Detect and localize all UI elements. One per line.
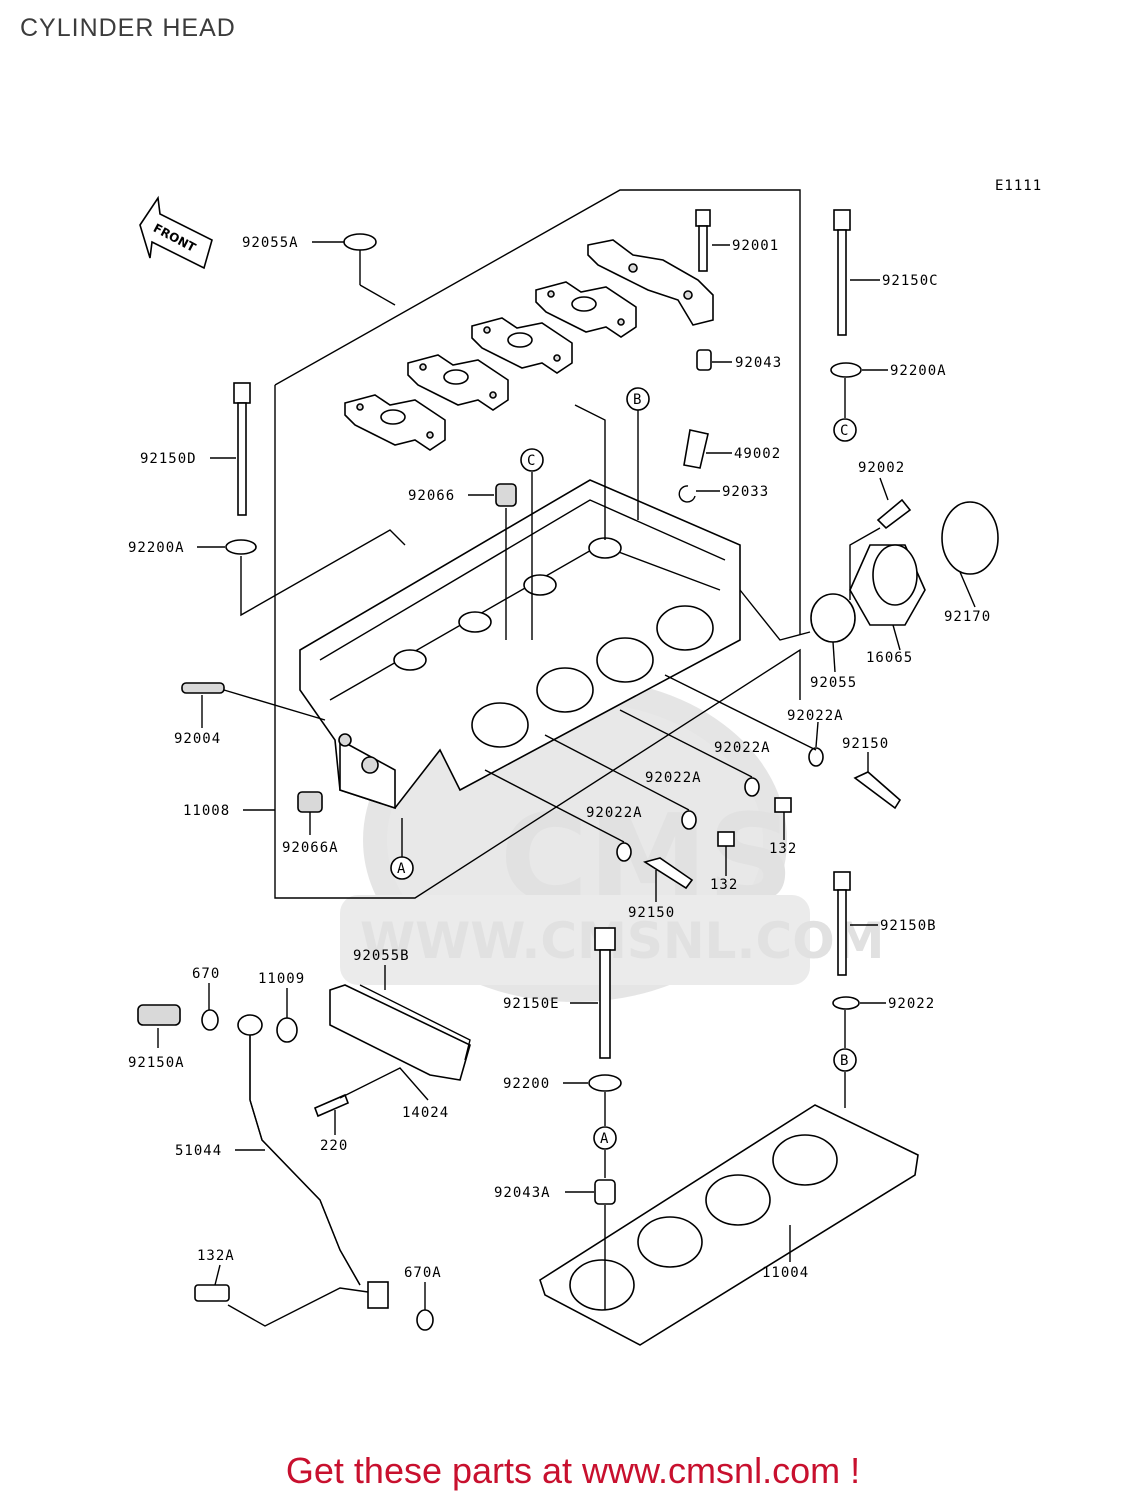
stud-92004 bbox=[181, 682, 225, 694]
leader-lines bbox=[157, 241, 976, 1327]
washers-92022A bbox=[616, 747, 824, 862]
watermark-url: WWW.CMSNL.COM bbox=[360, 912, 885, 970]
svg-text:C: C bbox=[840, 423, 849, 439]
part-label: 92022A bbox=[586, 805, 643, 821]
oil-seal-92066A bbox=[297, 791, 323, 813]
washer-92200A-left bbox=[225, 539, 257, 555]
bolts-92150 bbox=[643, 771, 902, 890]
dowel-92043A bbox=[594, 1179, 616, 1205]
part-label: 92200 bbox=[503, 1076, 550, 1092]
part-label: 92150 bbox=[628, 905, 675, 921]
bolt-220 bbox=[313, 1093, 350, 1118]
o-ring-92055A bbox=[343, 233, 377, 251]
part-label: 16065 bbox=[866, 650, 913, 666]
svg-text:A: A bbox=[397, 861, 406, 877]
head-gasket-11004 bbox=[539, 1104, 919, 1346]
part-label: 670 bbox=[192, 966, 220, 982]
bolt-132A bbox=[194, 1284, 230, 1302]
part-label: 92150A bbox=[128, 1055, 185, 1071]
clamp-92170 bbox=[941, 501, 999, 575]
part-label: 92004 bbox=[174, 731, 221, 747]
fitting-11009 bbox=[276, 1017, 298, 1043]
part-label: 92150D bbox=[140, 451, 197, 467]
svg-text:C: C bbox=[527, 453, 536, 469]
part-label: 92200A bbox=[128, 540, 185, 556]
o-ring-670 bbox=[201, 1009, 219, 1031]
front-arrow-icon: FRONT bbox=[139, 195, 213, 270]
bolt-92002 bbox=[876, 498, 912, 530]
clip-92033 bbox=[678, 485, 696, 503]
o-ring-670A bbox=[416, 1309, 434, 1331]
washer-92022 bbox=[832, 996, 860, 1010]
part-label: 670A bbox=[404, 1265, 442, 1281]
camshaft-caps bbox=[344, 239, 714, 451]
part-label: 11009 bbox=[258, 971, 305, 987]
part-label: 220 bbox=[320, 1138, 348, 1154]
valve-49002 bbox=[683, 429, 709, 469]
part-label: 92055A bbox=[242, 235, 299, 251]
washer-92200A-right bbox=[830, 362, 862, 378]
bolt-92150A bbox=[137, 1004, 181, 1026]
part-label: 51044 bbox=[175, 1143, 222, 1159]
washer-92200 bbox=[588, 1074, 622, 1092]
footer-link[interactable]: Get these parts at www.cmsnl.com ! bbox=[285, 1450, 861, 1491]
oil-seal-92066 bbox=[495, 483, 517, 507]
bolt-92150C bbox=[833, 209, 851, 336]
cover-14024 bbox=[329, 984, 471, 1081]
part-label: 92022A bbox=[714, 740, 771, 756]
bolt-92001 bbox=[695, 209, 711, 272]
holder-16065 bbox=[849, 544, 926, 626]
part-label: 92055B bbox=[353, 948, 410, 964]
footer-promo[interactable]: Get these parts at www.cmsnl.com ! bbox=[0, 1450, 1146, 1492]
part-label: 92022A bbox=[787, 708, 844, 724]
cylinder-head bbox=[299, 479, 741, 810]
part-label: 11008 bbox=[183, 803, 230, 819]
part-label: 92066 bbox=[408, 488, 455, 504]
part-label: 49002 bbox=[734, 446, 781, 462]
part-label: 92043A bbox=[494, 1185, 551, 1201]
bolt-92150B bbox=[833, 871, 851, 976]
page-title: CYLINDER HEAD bbox=[20, 14, 236, 42]
part-label: 92055 bbox=[810, 675, 857, 691]
ref-circle-A-bottom: A bbox=[593, 1126, 617, 1150]
part-label: 14024 bbox=[402, 1105, 449, 1121]
part-label: 92033 bbox=[722, 484, 769, 500]
part-label: 92170 bbox=[944, 609, 991, 625]
dowel-92043 bbox=[696, 349, 712, 371]
part-label: 132 bbox=[769, 841, 797, 857]
diagram-code: E1111 bbox=[995, 178, 1042, 194]
ref-circle-A-left: A bbox=[390, 856, 414, 880]
ref-circle-B-bottom: B bbox=[833, 1048, 857, 1072]
part-label: 92022A bbox=[645, 770, 702, 786]
part-label: 132 bbox=[710, 877, 738, 893]
part-label: 92001 bbox=[732, 238, 779, 254]
part-label: 92200A bbox=[890, 363, 947, 379]
part-label: 92150C bbox=[882, 273, 939, 289]
ref-circle-C-mid: C bbox=[520, 448, 544, 472]
svg-text:B: B bbox=[633, 392, 642, 408]
o-ring-92055 bbox=[810, 593, 856, 643]
part-label: 92150E bbox=[503, 996, 560, 1012]
svg-text:B: B bbox=[840, 1053, 849, 1069]
group-frame bbox=[274, 189, 801, 635]
svg-text:A: A bbox=[600, 1131, 609, 1147]
bolt-92150E bbox=[594, 927, 616, 1059]
part-label: 11004 bbox=[762, 1265, 809, 1281]
bolt-92150D bbox=[233, 382, 251, 516]
oil-pipe-51044 bbox=[237, 1014, 389, 1309]
ref-circle-B-top: B bbox=[626, 387, 650, 411]
gasket-92055B bbox=[359, 984, 471, 1061]
part-label: 92043 bbox=[735, 355, 782, 371]
part-label: 92066A bbox=[282, 840, 339, 856]
ref-circle-C-right: C bbox=[833, 418, 857, 442]
part-label: 92150B bbox=[880, 918, 937, 934]
part-label: 132A bbox=[197, 1248, 235, 1264]
part-label: 92150 bbox=[842, 736, 889, 752]
part-label: 92002 bbox=[858, 460, 905, 476]
part-labels: 92055A 92001 92150C 92043 92200A 92150D … bbox=[128, 235, 991, 1281]
exploded-parts-diagram: CMS WWW.CMSNL.COM E1111 FRONT bbox=[128, 178, 1042, 1346]
part-label: 92022 bbox=[888, 996, 935, 1012]
